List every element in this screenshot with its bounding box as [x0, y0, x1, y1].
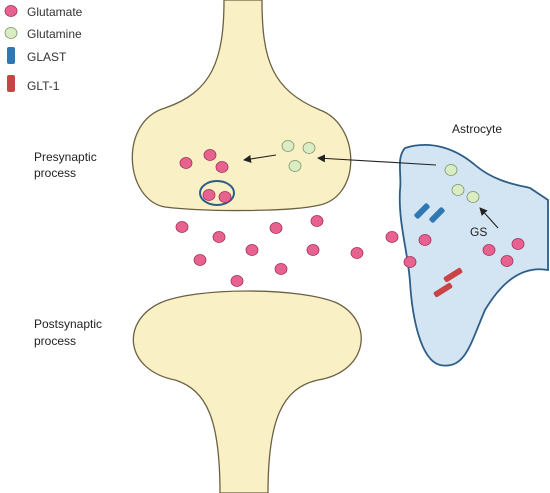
presynaptic-terminal: [131, 0, 352, 212]
glutamate-dot: [403, 256, 417, 268]
legend-label-glutamine: Glutamine: [27, 27, 82, 41]
glt1-icon: [7, 75, 15, 92]
postsynaptic-label-line1: Postsynaptic: [34, 317, 102, 331]
legend-label-glt1: GLT-1: [27, 79, 60, 93]
glutamate-dot: [310, 215, 324, 227]
glutamate-dot: [215, 161, 229, 173]
glutamate-dot: [500, 255, 514, 267]
arrow-glutamine-to-glutamate: [243, 154, 277, 163]
glutamate-dot: [350, 247, 364, 259]
glutamine-dot: [281, 140, 295, 152]
glutamate-dot: [230, 275, 244, 287]
glutamate-dot: [212, 231, 226, 243]
glutamate-dot: [218, 191, 232, 203]
astrocyte-process: [398, 144, 549, 367]
glutamate-dot: [306, 244, 320, 256]
glt1-transporter: [433, 267, 463, 298]
glutamate-dot-icon: [4, 5, 18, 17]
glutamate-dot: [274, 263, 288, 275]
astrocyte-label: Astrocyte: [452, 122, 502, 136]
legend: Glutamate Glutamine GLAST GLT-1: [4, 5, 83, 93]
glutamate-dot: [245, 244, 259, 256]
glutamine-molecules: [281, 140, 480, 203]
legend-label-glutamate: Glutamate: [27, 5, 83, 19]
glutamate-dot: [269, 222, 283, 234]
glutamate-dot: [385, 231, 399, 243]
glutamate-dot: [511, 238, 525, 250]
postsynaptic-label-line2: process: [34, 334, 76, 348]
arrow-astrocyte-to-neuron: [317, 154, 437, 166]
glutamate-dot: [418, 234, 432, 246]
glutamine-dot: [451, 184, 465, 196]
glutamine-dot: [444, 164, 458, 176]
glutamine-dot: [302, 142, 316, 154]
postsynaptic-terminal: [132, 290, 362, 493]
glutamate-dot: [193, 254, 207, 266]
glutamate-dot: [202, 189, 216, 201]
glutamate-molecules: [175, 149, 525, 287]
glutamate-dot: [203, 149, 217, 161]
glutamate-dot: [175, 221, 189, 233]
glutamate-dot: [179, 157, 193, 169]
glutamine-dot: [288, 160, 302, 172]
glast-icon: [7, 47, 15, 64]
presynaptic-label-line1: Presynaptic: [34, 150, 97, 164]
glast-transporter: [414, 203, 445, 223]
glutamate-dot: [482, 244, 496, 256]
gs-label: GS: [470, 225, 487, 239]
arrow-gs: [479, 207, 499, 229]
glutamine-dot: [466, 191, 480, 203]
presynaptic-label-line2: process: [34, 166, 76, 180]
legend-label-glast: GLAST: [27, 50, 67, 64]
glutamine-dot-icon: [4, 27, 18, 39]
